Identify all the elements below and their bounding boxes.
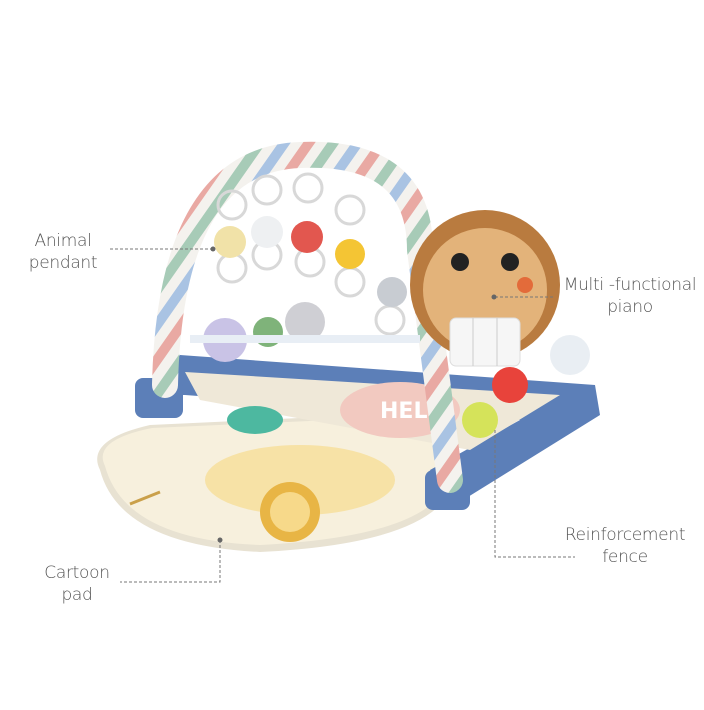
- callout-line2: pendant: [28, 253, 98, 273]
- callout-line2: pad: [61, 585, 93, 605]
- piano-sign: HEL: [380, 399, 427, 424]
- cartoon-pad: [97, 410, 470, 552]
- lion-piano: [410, 210, 560, 367]
- callout-fence: Reinforcement fence: [556, 524, 694, 568]
- callout-line1: Animal: [34, 231, 92, 251]
- striped-arch: [152, 141, 463, 493]
- callout-line1: Multi -functional: [563, 275, 697, 295]
- callout-line2: fence: [602, 547, 648, 567]
- callout-pad: Cartoon pad: [36, 562, 118, 606]
- callout-lines: [110, 248, 575, 583]
- callout-line2: piano: [607, 297, 653, 317]
- callout-line1: Cartoon: [44, 563, 110, 583]
- callout-line1: Reinforcement: [564, 525, 686, 545]
- callout-animal-pendant: Animal pendant: [22, 230, 104, 274]
- callout-piano: Multi -functional piano: [556, 274, 704, 318]
